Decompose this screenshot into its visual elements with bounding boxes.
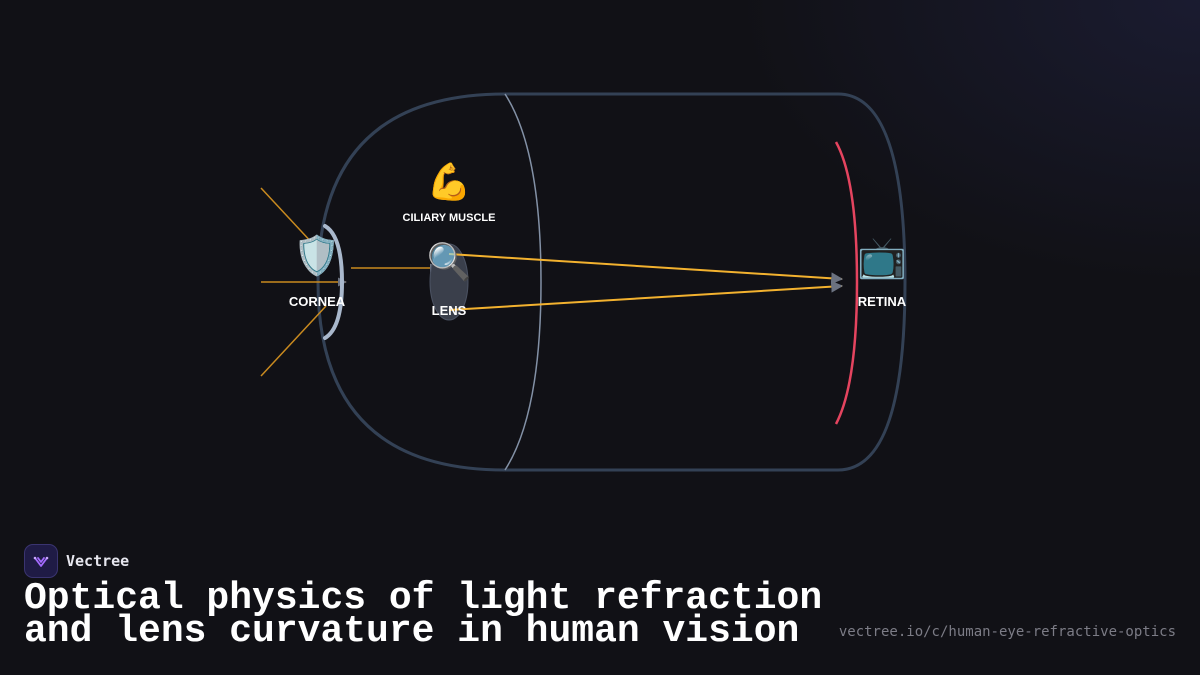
refracted-ray-top xyxy=(448,253,844,285)
page-title: Optical physics of light refraction and … xyxy=(24,577,824,653)
retina-label: RETINA xyxy=(858,294,907,309)
lens-shape xyxy=(429,243,469,321)
retina-arc xyxy=(834,141,859,425)
cornea-label: CORNEA xyxy=(289,294,346,309)
title-line-1: Optical physics of light refraction xyxy=(24,577,823,620)
incoming-light-rays xyxy=(260,187,439,377)
brand-name: Vectree xyxy=(66,552,130,570)
television-icon: 📺 xyxy=(857,235,907,281)
magnifying-glass-icon: 🔍 xyxy=(427,239,472,283)
refracted-ray-bottom xyxy=(448,280,844,311)
flexed-biceps-icon: 💪 xyxy=(427,161,472,203)
refracted-light-rays xyxy=(448,253,844,311)
shield-icon: 🛡️ xyxy=(293,234,340,278)
eyeball-outline xyxy=(316,92,907,472)
lens-label: LENS xyxy=(432,303,467,318)
source-url[interactable]: vectree.io/c/human-eye-refractive-optics xyxy=(838,624,1176,640)
light-ray-upper xyxy=(260,187,315,246)
inner-boundary-curve xyxy=(504,93,542,471)
ciliary-muscle-label: CILIARY MUSCLE xyxy=(403,212,496,224)
eye-optics-diagram: 🛡️ 💪 🔍 📺 CORNEA CILIARY MUSCLE LENS RETI… xyxy=(260,92,907,472)
vectree-logo-icon xyxy=(24,544,58,578)
title-line-2: and lens curvature in human vision xyxy=(24,610,800,653)
brand: Vectree xyxy=(24,544,129,578)
cornea-shape xyxy=(323,224,345,340)
light-ray-lower xyxy=(260,305,327,377)
